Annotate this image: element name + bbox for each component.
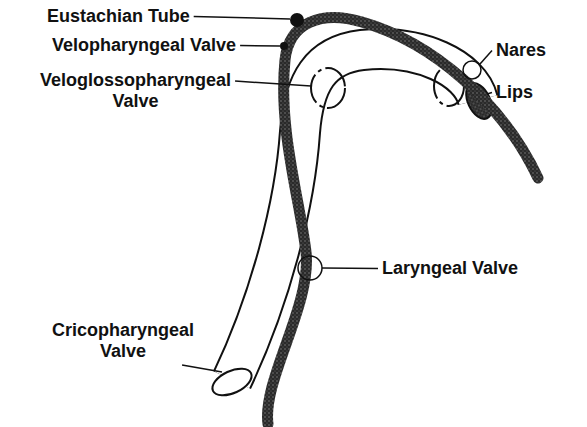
part-label: Lips bbox=[496, 82, 533, 103]
eustachian-dot bbox=[290, 13, 304, 27]
part-label: Veloglossopharyngeal Valve bbox=[40, 70, 231, 112]
leader-line bbox=[240, 45, 280, 47]
leader-line bbox=[182, 365, 222, 372]
leader-line bbox=[322, 267, 378, 269]
leader-line bbox=[194, 17, 290, 20]
oral-tube-outline bbox=[232, 49, 478, 380]
nares-ring bbox=[463, 61, 481, 79]
cricopharyngeal-end bbox=[208, 363, 255, 401]
velopharyngeal-mark bbox=[280, 42, 288, 50]
leader-line bbox=[235, 81, 311, 86]
leader-line bbox=[480, 51, 492, 65]
part-label: Laryngeal Valve bbox=[382, 258, 518, 279]
laryngeal-ring bbox=[298, 256, 322, 280]
leader-line bbox=[487, 93, 492, 95]
part-label: Eustachian Tube bbox=[47, 6, 190, 27]
nasal-tube bbox=[267, 18, 538, 424]
part-label: Cricopharyngeal Valve bbox=[52, 320, 194, 362]
veloglossopharyngeal-ring bbox=[311, 68, 345, 108]
part-label: Nares bbox=[496, 40, 546, 61]
part-label: Velopharyngeal Valve bbox=[52, 35, 236, 56]
oral-tube bbox=[232, 49, 478, 380]
